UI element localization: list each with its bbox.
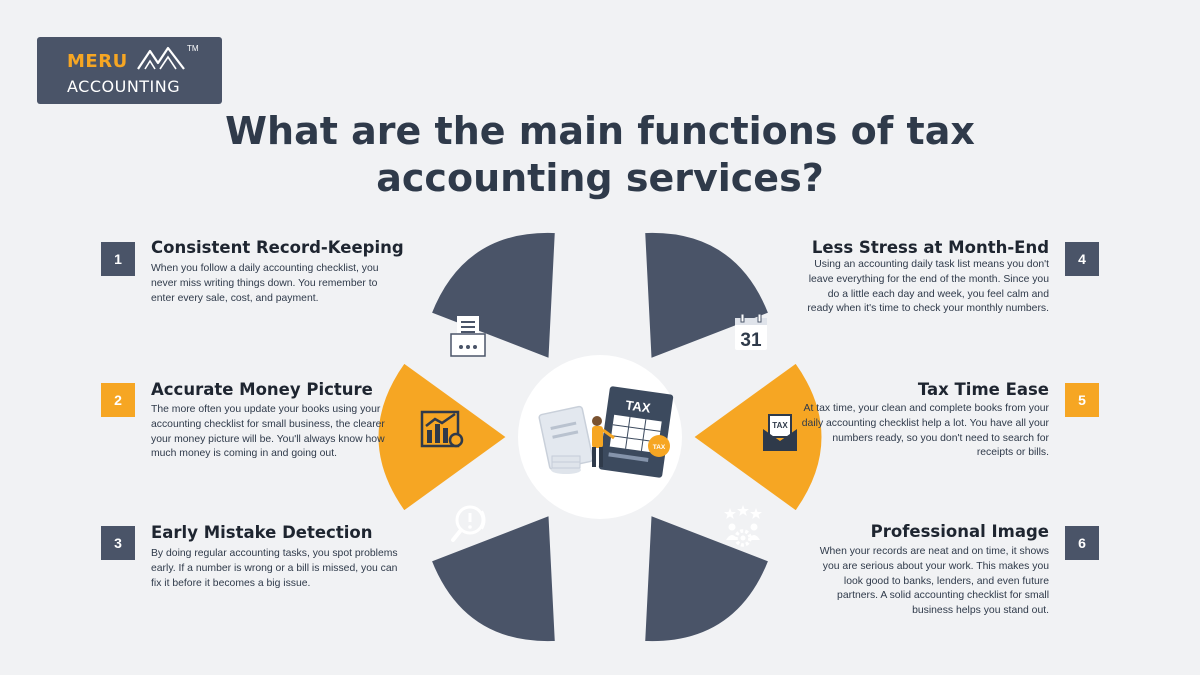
item-text-5: At tax time, your clean and complete boo…: [801, 403, 1049, 459]
tax-envelope-icon: TAX: [763, 414, 797, 451]
envelope-label: TAX: [772, 421, 788, 430]
item-number-5: 5: [1065, 383, 1099, 417]
item-text-4: Using an accounting daily task list mean…: [807, 259, 1049, 315]
wheel-petal-6: [642, 512, 772, 645]
item-number-3: 3: [101, 526, 135, 560]
item-text-2: The more often you update your books usi…: [151, 404, 385, 460]
item-text-6: When your records are neat and on time, …: [819, 546, 1049, 617]
wheel-petal-2: [375, 359, 511, 515]
item-number-4: 4: [1065, 242, 1099, 276]
wheel-petal-1: [428, 229, 558, 362]
item-text-1: When you follow a daily accounting check…: [151, 263, 379, 304]
wheel-petal-5: [689, 359, 825, 515]
item-title-6: Professional Image: [870, 522, 1049, 541]
document-box-icon: [450, 316, 486, 357]
item-number-2: 2: [101, 383, 135, 417]
brand-logo: MERU TM ACCOUNTING: [37, 37, 222, 104]
item-text-3: By doing regular accounting tasks, you s…: [151, 548, 398, 589]
brand-name-bottom: ACCOUNTING: [67, 77, 181, 96]
wheel-petal-3: [428, 512, 558, 645]
item-title-1: Consistent Record-Keeping: [151, 238, 404, 257]
item-title-5: Tax Time Ease: [917, 380, 1049, 399]
coin-tax-label: TAX: [653, 444, 666, 451]
document-tax-label: TAX: [625, 397, 652, 415]
calendar-icon: 31: [735, 313, 767, 351]
wheel-petal-4: [642, 229, 772, 362]
item-number-1: 1: [101, 242, 135, 276]
brand-name-top: MERU: [67, 51, 128, 72]
item-title-4: Less Stress at Month-End: [811, 238, 1049, 257]
bar-chart-icon: [420, 410, 464, 448]
item-title-3: Early Mistake Detection: [151, 523, 373, 542]
mountain-logo-icon: [137, 46, 185, 70]
trademark-symbol: TM: [187, 44, 199, 53]
star-person-gear-icon: [724, 505, 762, 547]
tax-illustration: TAX TAX: [538, 386, 674, 478]
item-title-2: Accurate Money Picture: [151, 380, 373, 399]
item-number-6: 6: [1065, 526, 1099, 560]
calendar-day: 31: [740, 330, 762, 351]
page-title: What are the main functions of tax accou…: [225, 109, 975, 200]
magnifier-alert-icon: [451, 505, 486, 542]
